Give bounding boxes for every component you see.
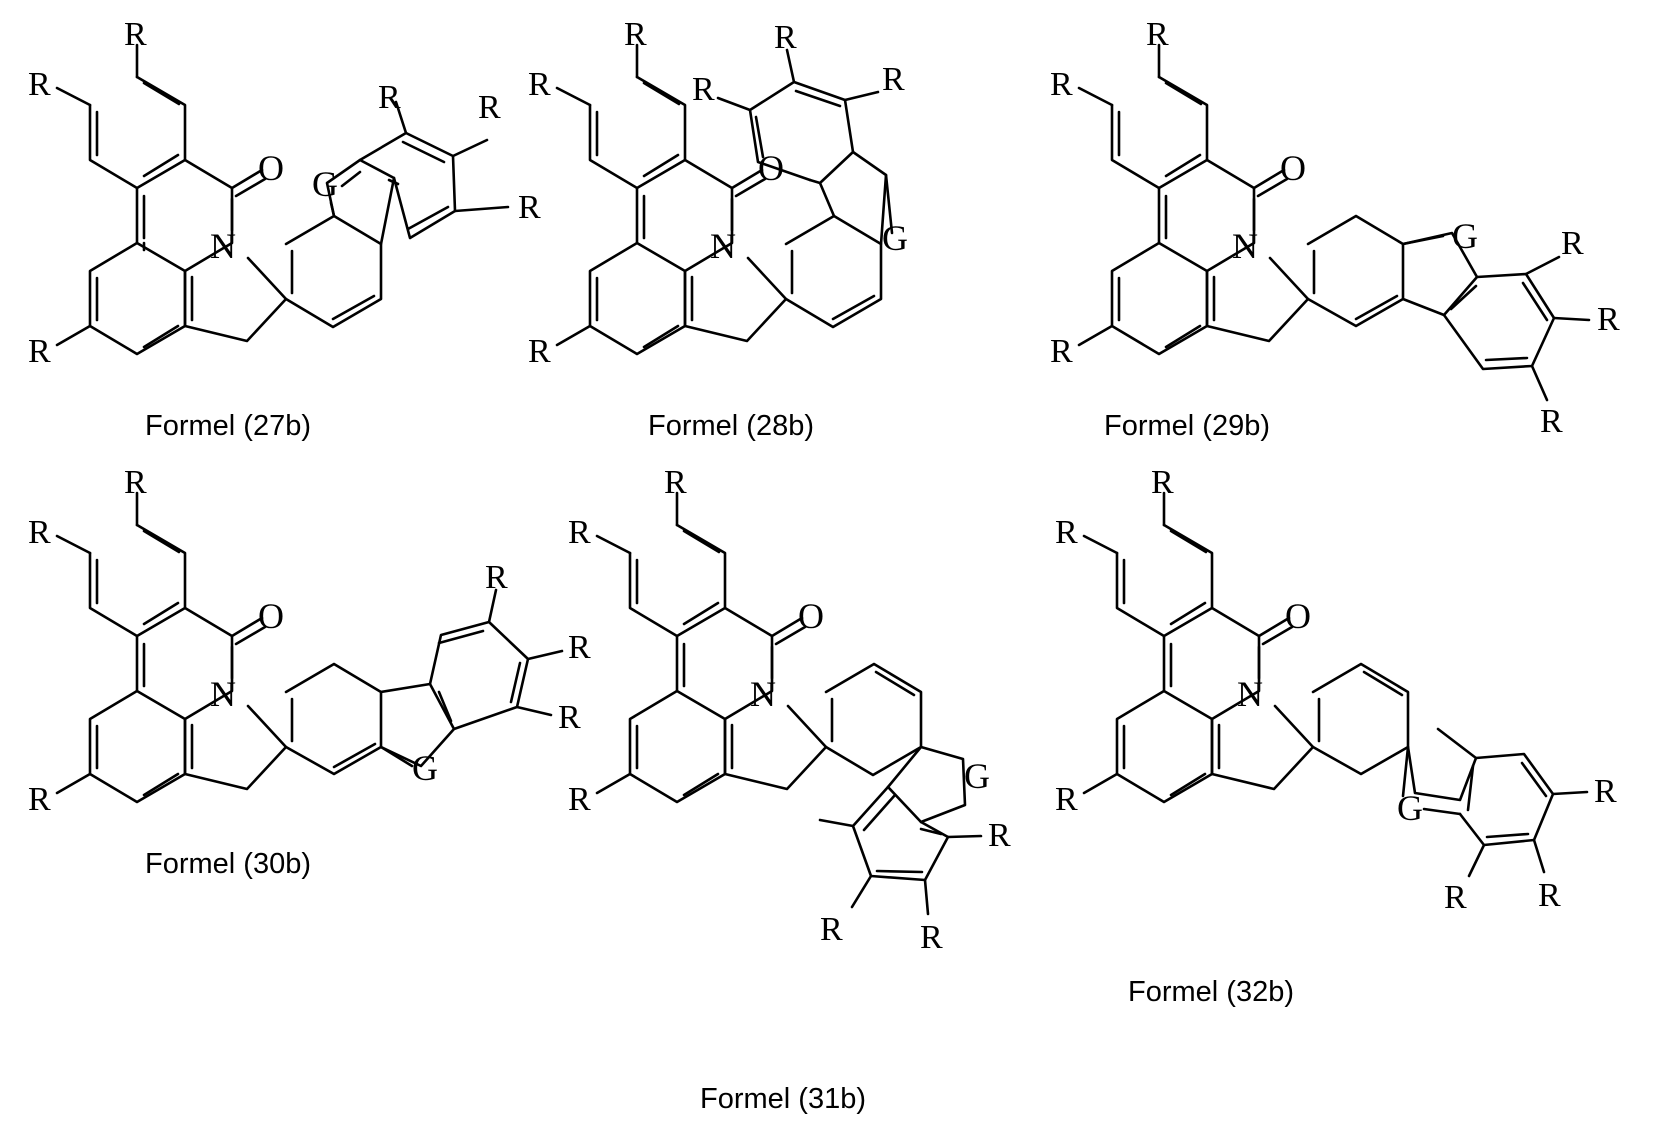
r-group-label: R <box>28 66 51 103</box>
r-group-label: R <box>1146 16 1169 53</box>
structure-formel-29b: O N G <box>955 0 1665 480</box>
atom-label-G-31b: G <box>964 756 990 796</box>
r-group-label: R <box>1055 514 1078 551</box>
structure-drawing-28b: O N G <box>528 16 908 370</box>
structure-drawing-29b: O N G <box>1050 16 1620 440</box>
r-group-labels-28b: R R R R R R <box>528 16 905 370</box>
r-group-label: R <box>624 16 647 53</box>
bond-network-30b: O N G <box>55 491 564 804</box>
r-group-label: R <box>1050 333 1073 370</box>
r-group-label: R <box>124 16 147 53</box>
atom-label-N-28b: N <box>710 226 736 266</box>
r-group-labels-31b: R R R R R R <box>568 464 1011 956</box>
atom-label-N-29b: N <box>1232 226 1258 266</box>
bond-network-32b: O N G <box>1082 491 1589 878</box>
atom-label-N-27b: N <box>210 226 236 266</box>
r-group-label: R <box>28 514 51 551</box>
r-group-labels-27b: R R R R R R <box>28 16 541 370</box>
r-group-label: R <box>378 79 401 116</box>
r-group-label: R <box>1538 877 1561 914</box>
caption-formel-31b: Formel (31b) <box>700 1083 866 1115</box>
r-group-label: R <box>1055 781 1078 818</box>
structure-formel-31b: O N G <box>540 448 1060 1028</box>
structure-drawing-32b: O N G <box>1055 464 1617 916</box>
atom-label-G-29b: G <box>1452 216 1478 256</box>
structure-formel-32b: O N G <box>960 448 1665 1008</box>
atom-label-N-30b: N <box>210 674 236 714</box>
caption-formel-32b: Formel (32b) <box>1128 976 1294 1008</box>
structure-drawing-27b: O N G <box>28 16 541 370</box>
r-group-label: R <box>988 817 1011 854</box>
r-group-label: R <box>1444 879 1467 916</box>
r-group-label: R <box>1597 301 1620 338</box>
r-group-label: R <box>1594 773 1617 810</box>
atom-label-G-30b: G <box>412 748 438 788</box>
bond-network-31b: O N G <box>595 491 990 916</box>
r-group-label: R <box>124 464 147 501</box>
r-group-label: R <box>1050 66 1073 103</box>
r-group-label: R <box>920 919 943 956</box>
atom-label-O-27b: O <box>258 148 284 188</box>
r-group-label: R <box>568 629 591 666</box>
structure-drawing-31b: O N G <box>568 464 1011 956</box>
r-group-label: R <box>692 71 715 108</box>
r-group-label: R <box>1540 403 1563 440</box>
r-group-label: R <box>1151 464 1174 501</box>
bond-network-27b: O N G <box>55 43 510 356</box>
caption-formel-27b: Formel (27b) <box>145 410 311 442</box>
caption-formel-30b: Formel (30b) <box>145 848 311 880</box>
caption-formel-29b: Formel (29b) <box>1104 410 1270 442</box>
r-group-label: R <box>485 559 508 596</box>
atom-label-O-32b: O <box>1285 596 1311 636</box>
r-group-labels-29b: R R R R R R <box>1050 16 1620 440</box>
atom-label-N-31b: N <box>750 674 776 714</box>
atom-label-O-30b: O <box>258 596 284 636</box>
structure-drawing-30b: O N G <box>28 464 591 818</box>
r-group-label: R <box>1561 225 1584 262</box>
r-group-label: R <box>28 781 51 818</box>
bond-network-28b: O N G <box>555 43 908 356</box>
atom-label-G-28b: G <box>882 218 908 258</box>
atom-label-G-27b: G <box>312 164 338 204</box>
r-group-label: R <box>28 333 51 370</box>
atom-label-N-32b: N <box>1237 674 1263 714</box>
r-group-label: R <box>568 781 591 818</box>
atom-label-O-29b: O <box>1280 148 1306 188</box>
atom-label-G-32b: G <box>1397 788 1423 828</box>
bond-network-29b: O N G <box>1077 43 1591 402</box>
r-group-label: R <box>774 19 797 56</box>
r-group-label: R <box>568 514 591 551</box>
r-group-label: R <box>820 911 843 948</box>
r-group-labels-30b: R R R R R R <box>28 464 591 818</box>
r-group-label: R <box>528 333 551 370</box>
r-group-label: R <box>664 464 687 501</box>
structure-formel-28b: O N G <box>500 0 980 400</box>
r-group-label: R <box>518 189 541 226</box>
atom-label-O-31b: O <box>798 596 824 636</box>
r-group-labels-32b: R R R R R R <box>1055 464 1617 916</box>
caption-formel-28b: Formel (28b) <box>648 410 814 442</box>
r-group-label: R <box>558 699 581 736</box>
structure-formel-30b: O N G <box>0 448 630 868</box>
r-group-label: R <box>882 61 905 98</box>
r-group-label: R <box>528 66 551 103</box>
structure-formel-27b: O N G <box>0 0 570 400</box>
r-group-label: R <box>478 89 501 126</box>
